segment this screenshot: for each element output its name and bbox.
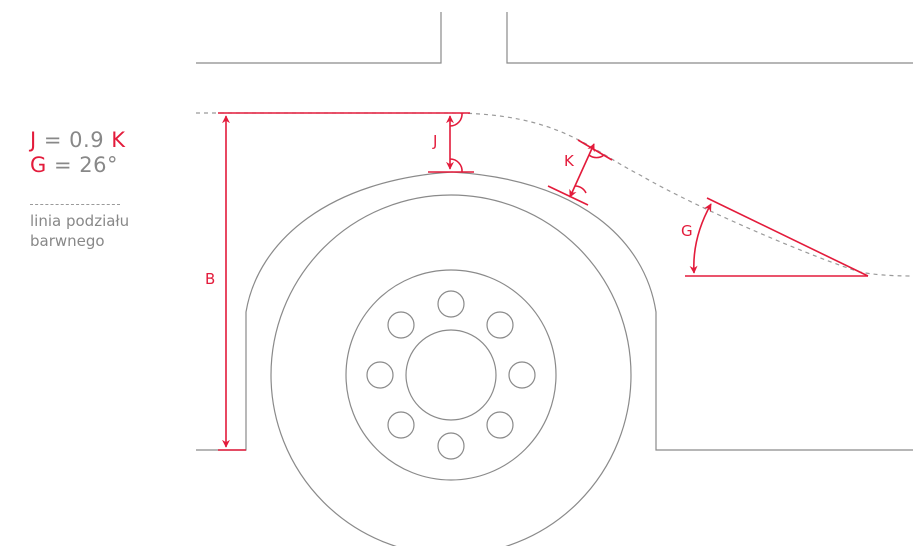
- bolt-hole: [486, 411, 514, 439]
- bolt-hole: [486, 311, 514, 339]
- formula-j-k: J = 0.9 K: [30, 128, 170, 153]
- label-g: G: [681, 222, 693, 240]
- dimension-j-right-angle-bottom: [449, 158, 463, 173]
- bolt-hole: [437, 290, 465, 318]
- bolt-hole: [366, 361, 394, 389]
- dimension-k-bottom-tangent: [547, 185, 589, 206]
- formula-g-symbol: G: [30, 153, 47, 177]
- bolt-hole: [508, 361, 536, 389]
- formula-g-value: 26°: [79, 153, 118, 177]
- dimension-k-right-angle-bottom: [574, 185, 587, 194]
- dimension-g-angle-arc: [689, 203, 712, 274]
- formula-k-symbol: K: [111, 128, 126, 152]
- bolt-hole: [387, 411, 415, 439]
- color-split-dashed-line: [196, 112, 913, 277]
- formula-j-value: 0.9: [69, 128, 105, 152]
- panel-top-left-outline: [196, 12, 442, 64]
- label-k: K: [564, 152, 575, 170]
- formula-j-symbol: J: [30, 128, 37, 152]
- dimension-k-right-angle-top: [588, 154, 605, 159]
- legend-dashed-line-sample: [30, 204, 120, 205]
- bolt-hole: [387, 311, 415, 339]
- dimension-k-arrow: [569, 143, 595, 198]
- formula-equals: =: [36, 128, 70, 152]
- tire-outer: [270, 194, 632, 546]
- formula-g: G = 26°: [30, 153, 170, 178]
- rim: [345, 269, 557, 481]
- label-b: B: [205, 270, 215, 288]
- hub: [405, 329, 497, 421]
- formula-equals: =: [46, 153, 80, 177]
- dimension-g-slope-line: [706, 197, 869, 277]
- bolt-hole: [437, 432, 465, 460]
- dimension-j-right-angle-top: [449, 112, 463, 127]
- label-j: J: [432, 132, 437, 150]
- wheel-arch-outline: [196, 171, 913, 451]
- panel-top-right-outline: [506, 12, 913, 64]
